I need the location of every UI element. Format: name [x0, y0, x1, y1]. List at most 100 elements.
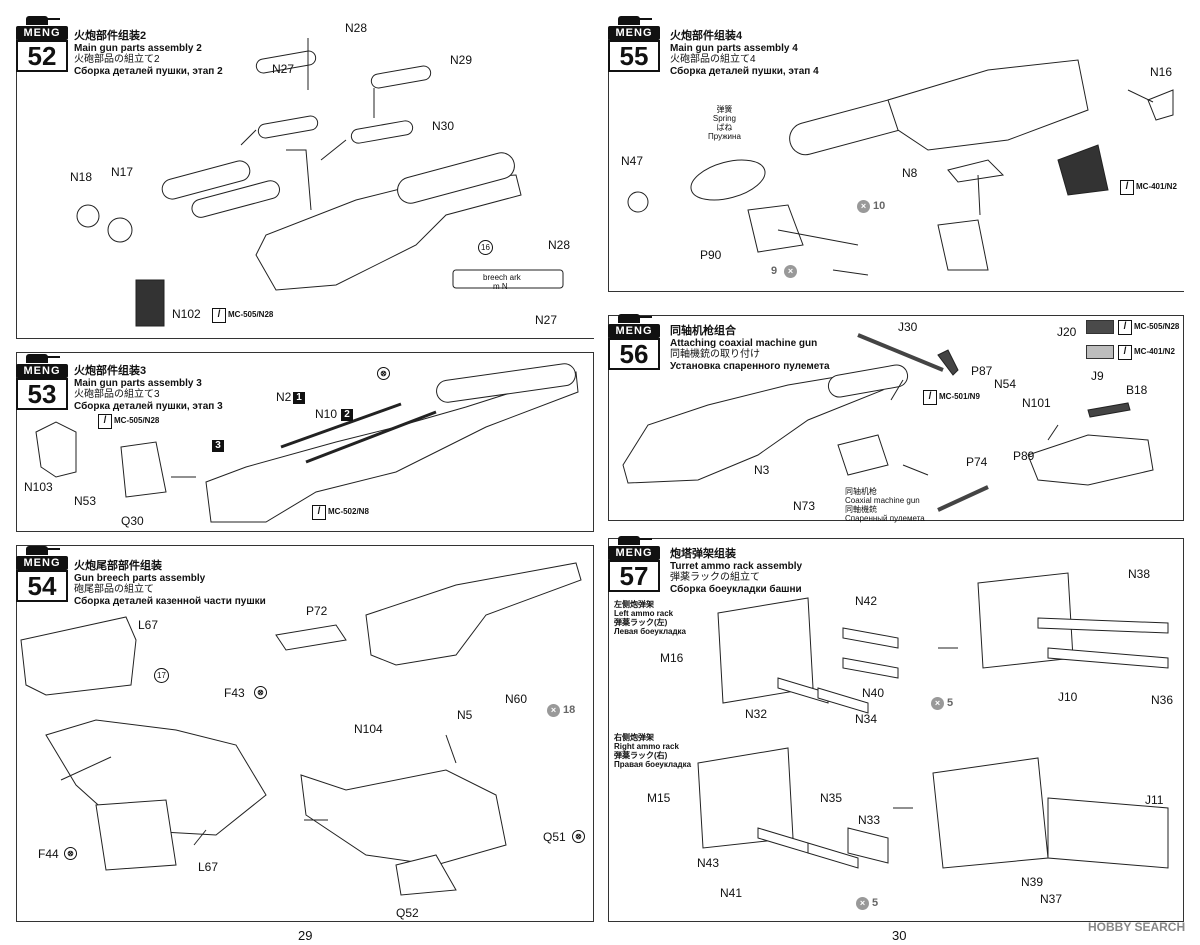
substep-2: 2 — [341, 409, 353, 421]
part-label: N103 — [24, 480, 53, 494]
count: 5 — [947, 697, 954, 709]
count: 18 — [563, 704, 576, 716]
count-icon: × — [547, 704, 560, 717]
brand-logo: MENG — [16, 26, 68, 40]
substep-3: 3 — [212, 440, 224, 452]
part-label: N73 — [793, 499, 816, 513]
part-label: P74 — [966, 455, 988, 469]
tank-icon — [618, 16, 652, 25]
omit-icon: ⊗ — [64, 847, 77, 860]
step-number: 52 — [16, 40, 68, 72]
step-57-panel — [608, 538, 1184, 922]
part-label: N40 — [862, 686, 885, 700]
brand-logo: MENG — [608, 324, 660, 338]
watermark: HOBBY SEARCH — [1088, 920, 1186, 934]
part-label: J10 — [1058, 690, 1078, 704]
part-label: N28 — [345, 21, 368, 35]
part-label: N39 — [1021, 875, 1044, 889]
step-56-badge: MENG 56 — [608, 314, 660, 370]
part-label: F43 — [224, 686, 245, 700]
part-label: N17 — [111, 165, 134, 179]
page-number-left: 29 — [298, 928, 313, 943]
step-57-badge: MENG 57 — [608, 536, 660, 592]
omit-icon: ⊗ — [377, 367, 390, 380]
callout-text: m N — [493, 282, 508, 291]
step-number: 57 — [608, 560, 660, 592]
part-label: B18 — [1126, 383, 1148, 397]
paint-code: MC-505/N28 — [1118, 320, 1179, 335]
spring-label: 弹簧 Spring ばね Пружина — [708, 105, 741, 141]
part-label: N53 — [74, 494, 97, 508]
part-label: N37 — [1040, 892, 1063, 906]
part-label: N35 — [820, 791, 843, 805]
part-label: N10 — [315, 407, 338, 421]
paint-code: MC-502/N8 — [312, 505, 369, 520]
step-55-badge: MENG 55 — [608, 16, 660, 72]
step-52-badge: MENG 52 — [16, 16, 68, 72]
callout-text: breech ark — [483, 273, 521, 282]
tank-icon — [618, 536, 652, 545]
part-label: J11 — [1145, 793, 1164, 807]
tank-icon — [26, 546, 60, 555]
brand-logo: MENG — [16, 364, 68, 378]
part-label: N102 — [172, 307, 201, 321]
step-52-drawing — [76, 38, 564, 327]
count-icon: × — [931, 697, 944, 710]
paint-swatch-dark — [1086, 320, 1114, 334]
step-54-drawing — [20, 562, 582, 896]
part-label: N36 — [1151, 693, 1174, 707]
step-number: 55 — [608, 40, 660, 72]
count-icon: × — [857, 200, 870, 213]
part-label: N47 — [621, 154, 644, 168]
part-label: N27 — [535, 313, 558, 327]
part-label: N16 — [1150, 65, 1173, 79]
part-label: L67 — [198, 860, 219, 874]
step-number: 53 — [16, 378, 68, 410]
callout-number: 16 — [478, 240, 493, 255]
step-55-drawing — [627, 59, 1174, 276]
part-label: L67 — [138, 618, 159, 632]
part-label: N28 — [548, 238, 571, 252]
part-label: J30 — [898, 320, 918, 334]
tank-icon — [618, 314, 652, 323]
brand-logo: MENG — [608, 546, 660, 560]
paint-code: MC-401/N2 — [1118, 345, 1175, 360]
count: 9 — [771, 265, 778, 277]
omit-icon: ⊗ — [572, 830, 585, 843]
omit-icon: ⊗ — [254, 686, 267, 699]
step-53-badge: MENG 53 — [16, 354, 68, 410]
page-number-right: 30 — [892, 928, 907, 943]
part-label: J20 — [1057, 325, 1077, 339]
paint-code: MC-401/N2 — [1120, 180, 1177, 195]
part-label: N8 — [902, 166, 918, 180]
step-56-title: 同轴机枪组合 Attaching coaxial machine gun 同軸機… — [670, 325, 830, 372]
part-label: N54 — [994, 377, 1017, 391]
step-56-drawing — [622, 333, 1154, 512]
part-label: N29 — [450, 53, 473, 67]
step-52-title: 火炮部件组装2 Main gun parts assembly 2 火砲部品の組… — [74, 30, 223, 77]
part-label: N27 — [272, 62, 295, 76]
brand-logo: MENG — [608, 26, 660, 40]
part-label: F44 — [38, 847, 59, 861]
part-label: N32 — [745, 707, 768, 721]
callout-number: 17 — [154, 668, 169, 683]
part-label: N18 — [70, 170, 93, 184]
step-53-drawing — [35, 363, 579, 523]
part-label: P90 — [700, 248, 722, 262]
paint-code: MC-505/N28 — [212, 308, 273, 323]
count-icon: × — [856, 897, 869, 910]
part-label: Q52 — [396, 906, 419, 920]
part-label: N60 — [505, 692, 528, 706]
part-label: N38 — [1128, 567, 1151, 581]
part-label: M16 — [660, 651, 684, 665]
part-label: N41 — [720, 886, 743, 900]
paint-code: MC-505/N28 — [98, 414, 159, 429]
part-label: P89 — [1013, 449, 1035, 463]
part-label: N33 — [858, 813, 881, 827]
step-57-title: 炮塔弹架组装 Turret ammo rack assembly 弾薬ラックの組… — [670, 548, 803, 595]
step-54-badge: MENG 54 — [16, 546, 68, 602]
part-label: N104 — [354, 722, 383, 736]
tank-icon — [26, 16, 60, 25]
substep-1: 1 — [293, 392, 305, 404]
